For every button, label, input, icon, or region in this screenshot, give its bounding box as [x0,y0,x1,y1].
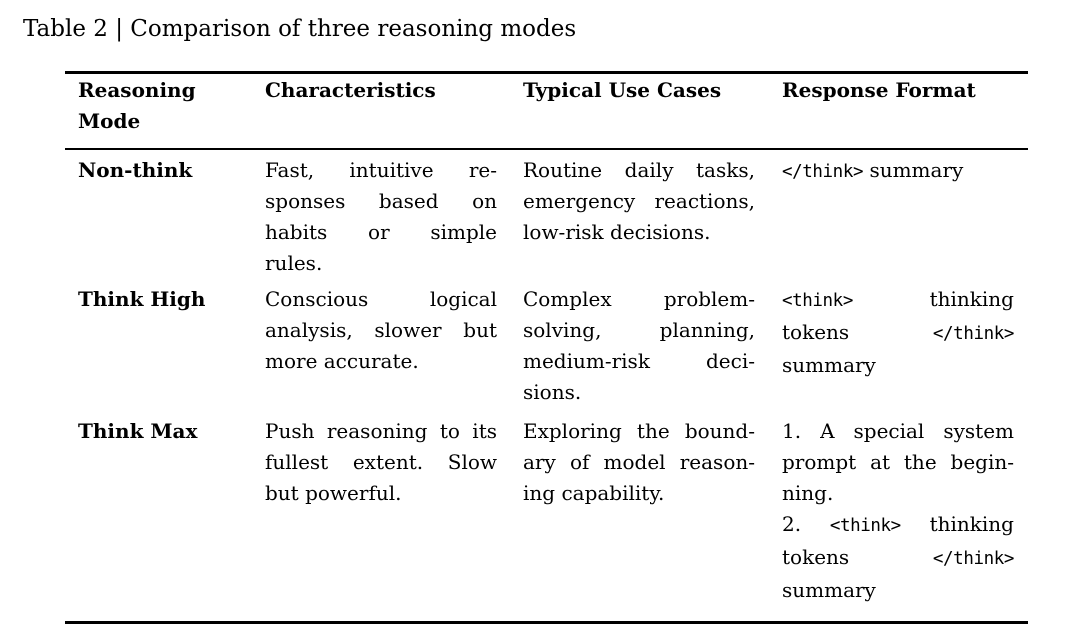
cell-line: rules. [265,251,323,275]
close-think-token: </think> [782,162,864,182]
mode-label: Think Max [78,419,198,443]
table-row: Think Max Push reasoning to its fullest ex… [65,408,1028,606]
column-header-line: Characteristics [265,78,436,102]
column-header-typical-use-cases: Typical Use Cases [523,75,782,137]
cell-response-format: 1. A special system prompt at the begin-n… [782,416,1028,606]
cell-line: 2. <think> thinking [782,512,1014,536]
cell-line: summary [782,353,876,377]
cell-line: Fast, intuitive re- [265,158,497,182]
cell-line: Conscious logical [265,287,497,311]
cell-line: tokens </think> [782,545,1014,569]
column-header-line: Reasoning [78,78,196,102]
cell-paragraph: 1. A special system prompt at the begin-n… [782,416,1014,509]
table-caption: Table 2 | Comparison of three reasoning … [23,16,577,42]
cell-reasoning-mode: Think Max [78,416,265,606]
cell-line: Routine daily tasks, [523,158,755,182]
cell-paragraph: Complex problem-solving, planning, medium… [523,284,755,408]
cell-line: solving, planning, [523,318,755,342]
table-row: Think High Conscious logical analysis, slo… [65,279,1028,408]
cell-line: ary of model reason- [523,450,755,474]
cell-line: ning. [782,481,834,505]
cell-paragraph: Push reasoning to its fullest extent. Slo… [265,416,497,509]
column-header-line: Typical Use Cases [523,78,722,102]
cell-paragraph: Conscious logical analysis, slower but mor… [265,284,497,377]
column-header-line: Mode [78,109,141,133]
mode-label: Non-think [78,158,193,182]
cell-line: more accurate. [265,349,419,373]
cell-reasoning-mode: Non-think [78,155,265,279]
cell-line: analysis, slower but [265,318,497,342]
cell-line: ing capability. [523,481,665,505]
cell-use-cases: Exploring the bound-ary of model reason-… [523,416,782,606]
cell-characteristics: Conscious logical analysis, slower but mor… [265,284,523,408]
cell-line: summary [782,578,876,602]
cell-line: 1. A special system [782,419,1014,443]
cell-characteristics: Fast, intuitive re-sponses based on habit… [265,155,523,279]
cell-line: <think> thinking [782,287,1014,311]
cell-line: medium-risk deci- [523,349,755,373]
table-row: Non-think Fast, intuitive re-sponses base… [65,150,1028,279]
cell-paragraph: <think> thinking tokens </think> summary [782,284,1014,381]
close-think-token: </think> [932,549,1014,569]
cell-line: </think> summary [782,158,964,182]
open-think-token: <think> [782,291,853,311]
cell-line: habits or simple [265,220,497,244]
cell-characteristics: Push reasoning to its fullest extent. Slo… [265,416,523,606]
table-body: Non-think Fast, intuitive re-sponses base… [65,150,1028,621]
cell-line: Exploring the bound- [523,419,755,443]
cell-reasoning-mode: Think High [78,284,265,408]
cell-line: low-risk decisions. [523,220,711,244]
close-think-token: </think> [932,324,1014,344]
cell-response-format: <think> thinking tokens </think> summary [782,284,1028,408]
cell-paragraph: Fast, intuitive re-sponses based on habit… [265,155,497,279]
cell-line: tokens </think> [782,320,1014,344]
column-header-characteristics: Characteristics [265,75,523,137]
cell-line: Push reasoning to its [265,419,497,443]
cell-paragraph: 2. <think> thinking tokens </think> summar… [782,509,1014,606]
cell-line: sponses based on [265,189,497,213]
cell-response-format: </think> summary [782,155,1028,279]
cell-line: emergency reactions, [523,189,755,213]
cell-paragraph: Routine daily tasks, emergency reactions,… [523,155,755,248]
column-header-line: Response Format [782,78,976,102]
open-think-token: <think> [829,516,901,536]
cell-line: prompt at the begin- [782,450,1014,474]
cell-use-cases: Routine daily tasks, emergency reactions,… [523,155,782,279]
mode-label: Think High [78,287,206,311]
cell-paragraph: </think> summary [782,155,1014,188]
cell-line: but powerful. [265,481,402,505]
cell-line: Complex problem- [523,287,755,311]
cell-line: sions. [523,380,582,404]
cell-line: fullest extent. Slow [265,450,497,474]
column-header-response-format: Response Format [782,75,1028,137]
cell-use-cases: Complex problem-solving, planning, medium… [523,284,782,408]
cell-paragraph: Exploring the bound-ary of model reason-… [523,416,755,509]
